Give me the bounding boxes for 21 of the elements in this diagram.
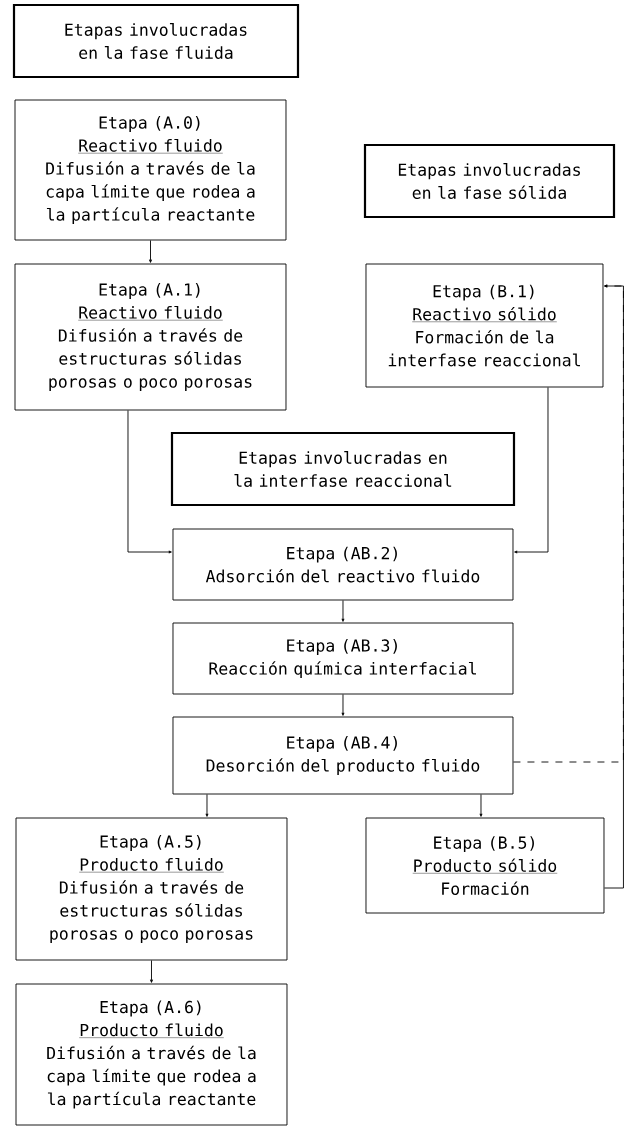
arrow [341,694,345,716]
heading-box: Etapas involucradas en la interfase reaccional [170,431,516,507]
step-box: Etapa (B.5) Producto sólido Formación [365,817,605,914]
step-box: Etapa (B.1) Reactivo sólido Formación de la interfase reaccional [365,263,604,388]
arrow [479,794,483,817]
step-box: Etapa (A.0) Reactivo fluido Difusión a través de la capa límite que rodea a la partícula reactante [14,99,287,241]
step-box: Etapa (A.5) Producto fluido Difusión a través de estructuras sólidas porosas o poco porosas [15,817,288,961]
step-box: Etapa (AB.4) Desorción del producto fluido [172,716,514,795]
step-box: Etapa (AB.3) Reacción química interfacial [172,622,514,695]
step-box: Etapa (A.6) Producto fluido Difusión a través de la capa límite que rodea a la partícula reactante [15,983,288,1126]
arrow [205,794,209,817]
arrow [149,240,152,263]
step-box: Etapa (AB.2) Adsorción del reactivo fluido [172,528,514,601]
step-box: Etapa (A.1) Reactivo fluido Difusión a través de estructuras sólidas porosas o poco porosas [14,263,287,411]
arrow [514,387,549,554]
arrow [341,600,345,622]
arrow [150,960,153,983]
heading-box: Etapas involucradas en la fase fluida [12,3,300,79]
arrow [604,284,624,889]
arrow [127,410,172,554]
heading-box: Etapas involucradas en la fase sólida [363,143,616,219]
